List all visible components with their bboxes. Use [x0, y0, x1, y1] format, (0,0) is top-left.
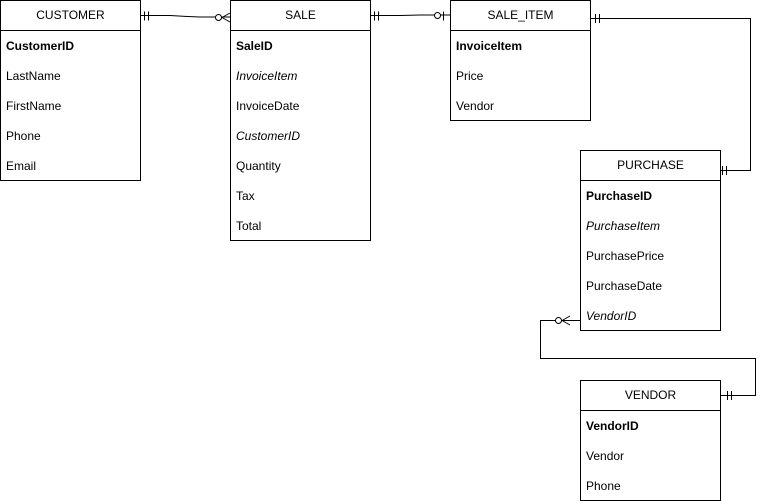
- sale-title: SALE: [231, 1, 370, 31]
- relationship-vendor-purchase: [540, 315, 756, 400]
- sale-attribute: SaleID: [236, 39, 273, 53]
- sale-attribute: Tax: [236, 189, 255, 203]
- sale-attribute: Quantity: [236, 159, 281, 173]
- purchase-attribute: PurchaseDate: [586, 279, 663, 293]
- sale-attribute: CustomerID: [236, 129, 301, 143]
- customer-attribute: Email: [6, 159, 37, 173]
- vendor-title: VENDOR: [581, 381, 720, 411]
- vendor-attribute: Vendor: [586, 449, 625, 463]
- customer-attribute: CustomerID: [6, 39, 75, 53]
- sale-item-attribute: Price: [456, 69, 484, 83]
- vendor-attribute: VendorID: [586, 419, 639, 433]
- purchase-attribute: PurchasePrice: [586, 249, 665, 263]
- relationship-saleitem-purchase: [590, 14, 751, 175]
- purchase-attribute: VendorID: [586, 309, 637, 323]
- purchase-attribute: PurchaseID: [586, 189, 653, 203]
- sale-attribute: Total: [236, 219, 262, 233]
- customer-attribute: FirstName: [6, 99, 62, 113]
- customer-attribute: Phone: [6, 129, 41, 143]
- customer-title: CUSTOMER: [1, 1, 140, 31]
- relationship-sale-saleitem: [370, 11, 450, 21]
- relationship-customer-sale: [140, 11, 231, 23]
- vendor-attribute: Phone: [586, 479, 621, 493]
- purchase-title: PURCHASE: [581, 151, 720, 181]
- sale-attribute: InvoiceItem: [236, 69, 298, 83]
- sale-item-attribute: Vendor: [456, 99, 495, 113]
- sale-item-title: SALE_ITEM: [451, 1, 590, 31]
- sale-item-attribute: InvoiceItem: [456, 39, 523, 53]
- customer-attribute: LastName: [6, 69, 61, 83]
- purchase-attribute: PurchaseItem: [586, 219, 661, 233]
- sale-attribute: InvoiceDate: [236, 99, 300, 113]
